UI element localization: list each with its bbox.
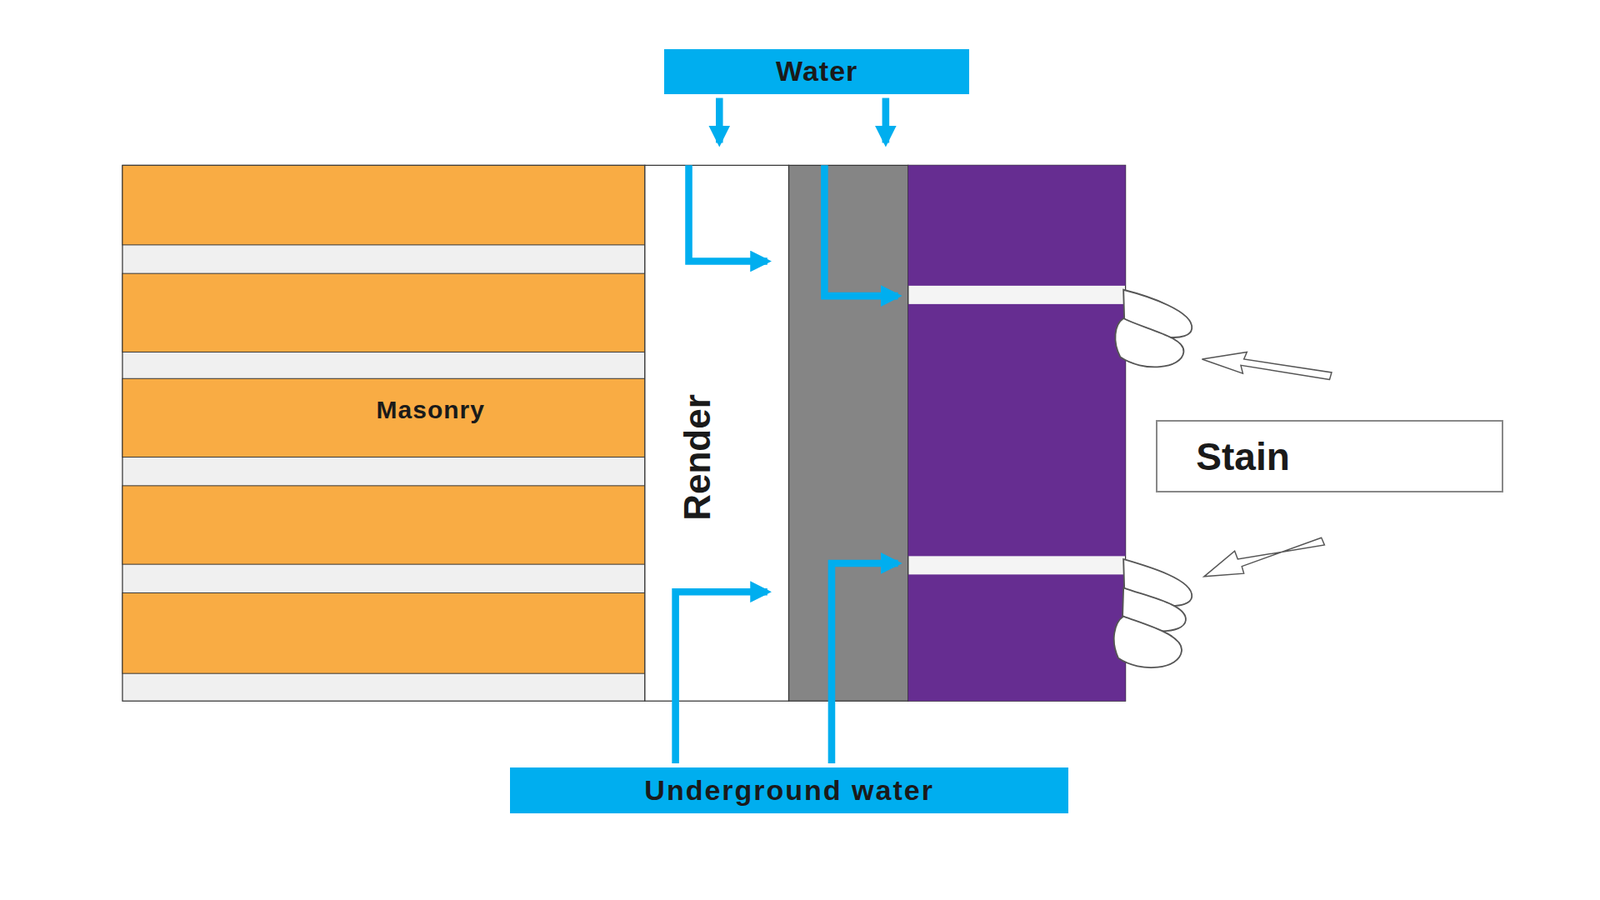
water-source-box: Water (664, 49, 970, 95)
node-text: Water (775, 55, 858, 88)
masonry-wall (122, 165, 645, 701)
masonry-label: Masonry (376, 395, 485, 425)
render-layer (645, 165, 790, 701)
node-text: Underground water (644, 774, 935, 807)
stain-callout-box: Stain (1155, 420, 1503, 493)
tile-cladding (908, 165, 1126, 701)
underground-water-box: Underground water (510, 767, 1069, 814)
adhesive-layer (789, 165, 909, 701)
render-label: Render (675, 394, 718, 521)
node-text: Stain (1195, 434, 1290, 480)
water-flow-arrows (675, 98, 899, 764)
